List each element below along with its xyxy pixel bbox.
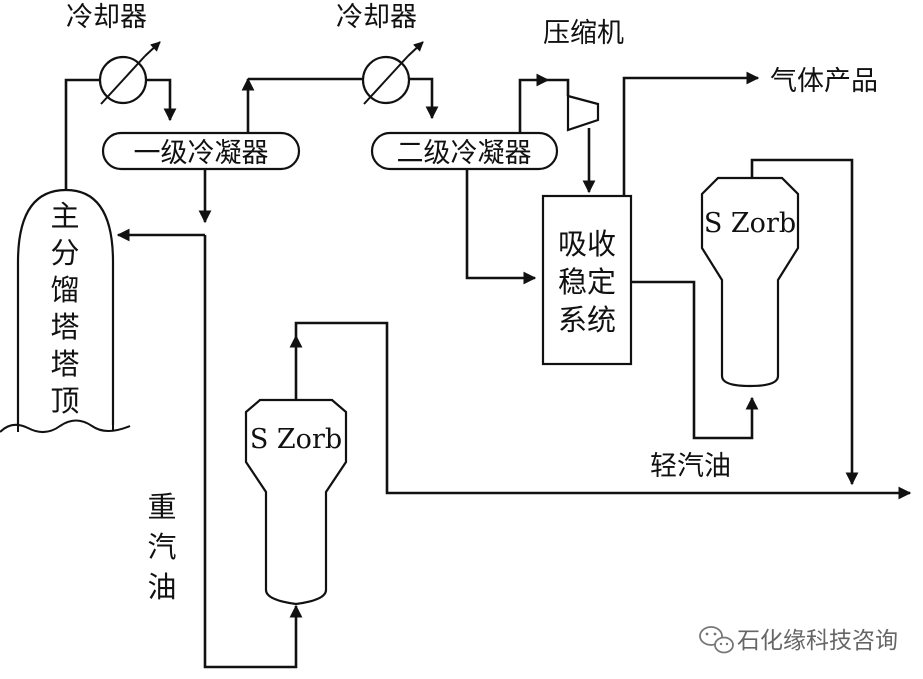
watermark: 石化缘科技咨询 bbox=[699, 626, 898, 654]
cooler-1-label: 冷却器 bbox=[66, 2, 147, 33]
pipe-lines bbox=[64, 71, 912, 669]
heavy-gasoline-label: 重 汽 油 bbox=[147, 490, 176, 604]
main-fractionator-char: 分 bbox=[50, 236, 79, 270]
szorb-left-label: S Zorb bbox=[250, 424, 342, 455]
heavy-gasoline-char: 油 bbox=[147, 570, 176, 604]
gas-product-label: 气体产品 bbox=[770, 66, 878, 97]
absorption-line: 吸收 bbox=[558, 227, 616, 261]
main-fractionator-char: 主 bbox=[50, 199, 79, 233]
wechat-icon bbox=[699, 626, 734, 654]
cooler-1 bbox=[98, 41, 161, 105]
watermark-text: 石化缘科技咨询 bbox=[737, 628, 898, 654]
cooler-2-label: 冷却器 bbox=[336, 2, 417, 33]
cooler-2 bbox=[361, 41, 424, 105]
absorption-stabilization-box bbox=[541, 194, 633, 366]
condenser-1-label: 一级冷凝器 bbox=[134, 138, 269, 169]
szorb-right-label: S Zorb bbox=[704, 208, 796, 239]
main-fractionator-char: 顶 bbox=[50, 384, 79, 418]
absorption-system-label: 吸收 稳定 系统 bbox=[558, 227, 616, 337]
main-fractionator-char: 馏 bbox=[50, 273, 79, 307]
absorption-line: 系统 bbox=[558, 303, 616, 337]
compressor-label: 压缩机 bbox=[543, 18, 624, 49]
heavy-gasoline-char: 重 bbox=[147, 490, 176, 524]
condenser-2-label: 二级冷凝器 bbox=[397, 138, 532, 169]
compressor bbox=[566, 94, 600, 132]
szorb-reactor-right bbox=[700, 176, 800, 388]
main-fractionator-char: 塔 bbox=[50, 310, 79, 344]
main-fractionator-label: 主 分 馏 塔 塔 顶 bbox=[50, 199, 79, 418]
condenser-1 bbox=[101, 131, 301, 171]
szorb-reactor-left bbox=[244, 398, 348, 606]
heavy-gasoline-char: 汽 bbox=[147, 530, 176, 564]
absorption-line: 稳定 bbox=[558, 265, 616, 299]
condenser-2 bbox=[370, 131, 559, 171]
main-fractionator-char: 塔 bbox=[50, 347, 79, 381]
light-gasoline-label: 轻汽油 bbox=[650, 451, 731, 482]
